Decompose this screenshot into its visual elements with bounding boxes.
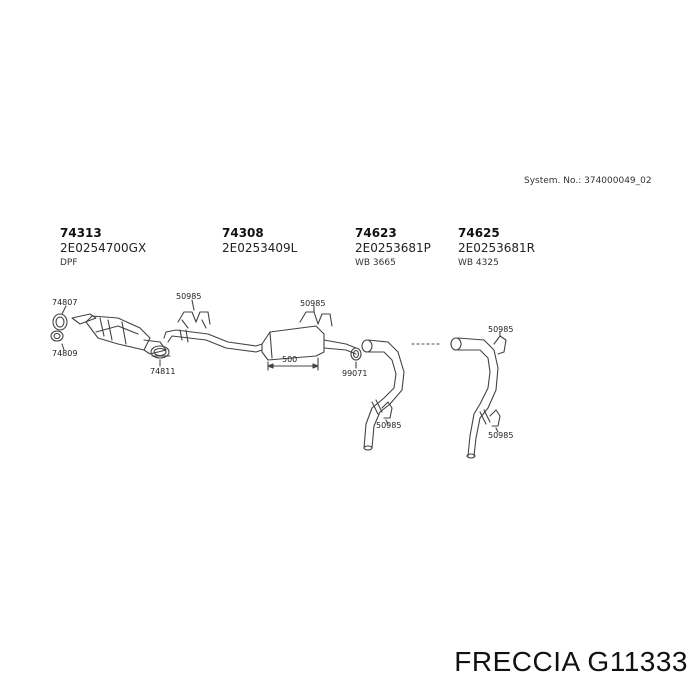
dimension-500: 500 — [282, 355, 297, 364]
callout-50985-a: 50985 — [176, 292, 201, 301]
callout-74811: 74811 — [150, 367, 175, 376]
callout-50985-b: 50985 — [300, 299, 325, 308]
part-number-2: 74308 — [222, 226, 264, 240]
callout-50985-e: 50985 — [488, 431, 513, 440]
gasket-74807 — [52, 313, 68, 331]
oem-code-3: 2E0253681P — [355, 241, 431, 255]
oem-code-2: 2E0253409L — [222, 241, 298, 255]
clamp-99071 — [350, 347, 362, 361]
part-note-4: WB 4325 — [458, 258, 499, 268]
rear-section-74625 — [450, 335, 507, 459]
part-number-1: 74313 — [60, 226, 102, 240]
part-note-1: DPF — [60, 258, 78, 268]
callout-50985-c: 50985 — [376, 421, 401, 430]
callout-99071: 99071 — [342, 369, 367, 378]
callout-74809: 74809 — [52, 349, 77, 358]
part-note-3: WB 3665 — [355, 258, 396, 268]
rear-section-74623 — [361, 339, 405, 451]
oem-code-1: 2E0254700GX — [60, 241, 147, 255]
part-number-4: 74625 — [458, 226, 500, 240]
gasket-74809 — [50, 330, 64, 342]
oem-code-4: 2E0253681R — [458, 241, 535, 255]
pipe-74308 — [163, 311, 357, 371]
brand-part-number: FRECCIA G11333 — [454, 646, 688, 677]
part-number-3: 74623 — [355, 226, 397, 240]
callout-50985-d: 50985 — [488, 325, 513, 334]
dpf-74313 — [71, 313, 167, 355]
callout-74807: 74807 — [52, 298, 77, 307]
system-number: System. No.: 374000049_02 — [524, 176, 652, 186]
clamp-74811 — [150, 345, 171, 359]
